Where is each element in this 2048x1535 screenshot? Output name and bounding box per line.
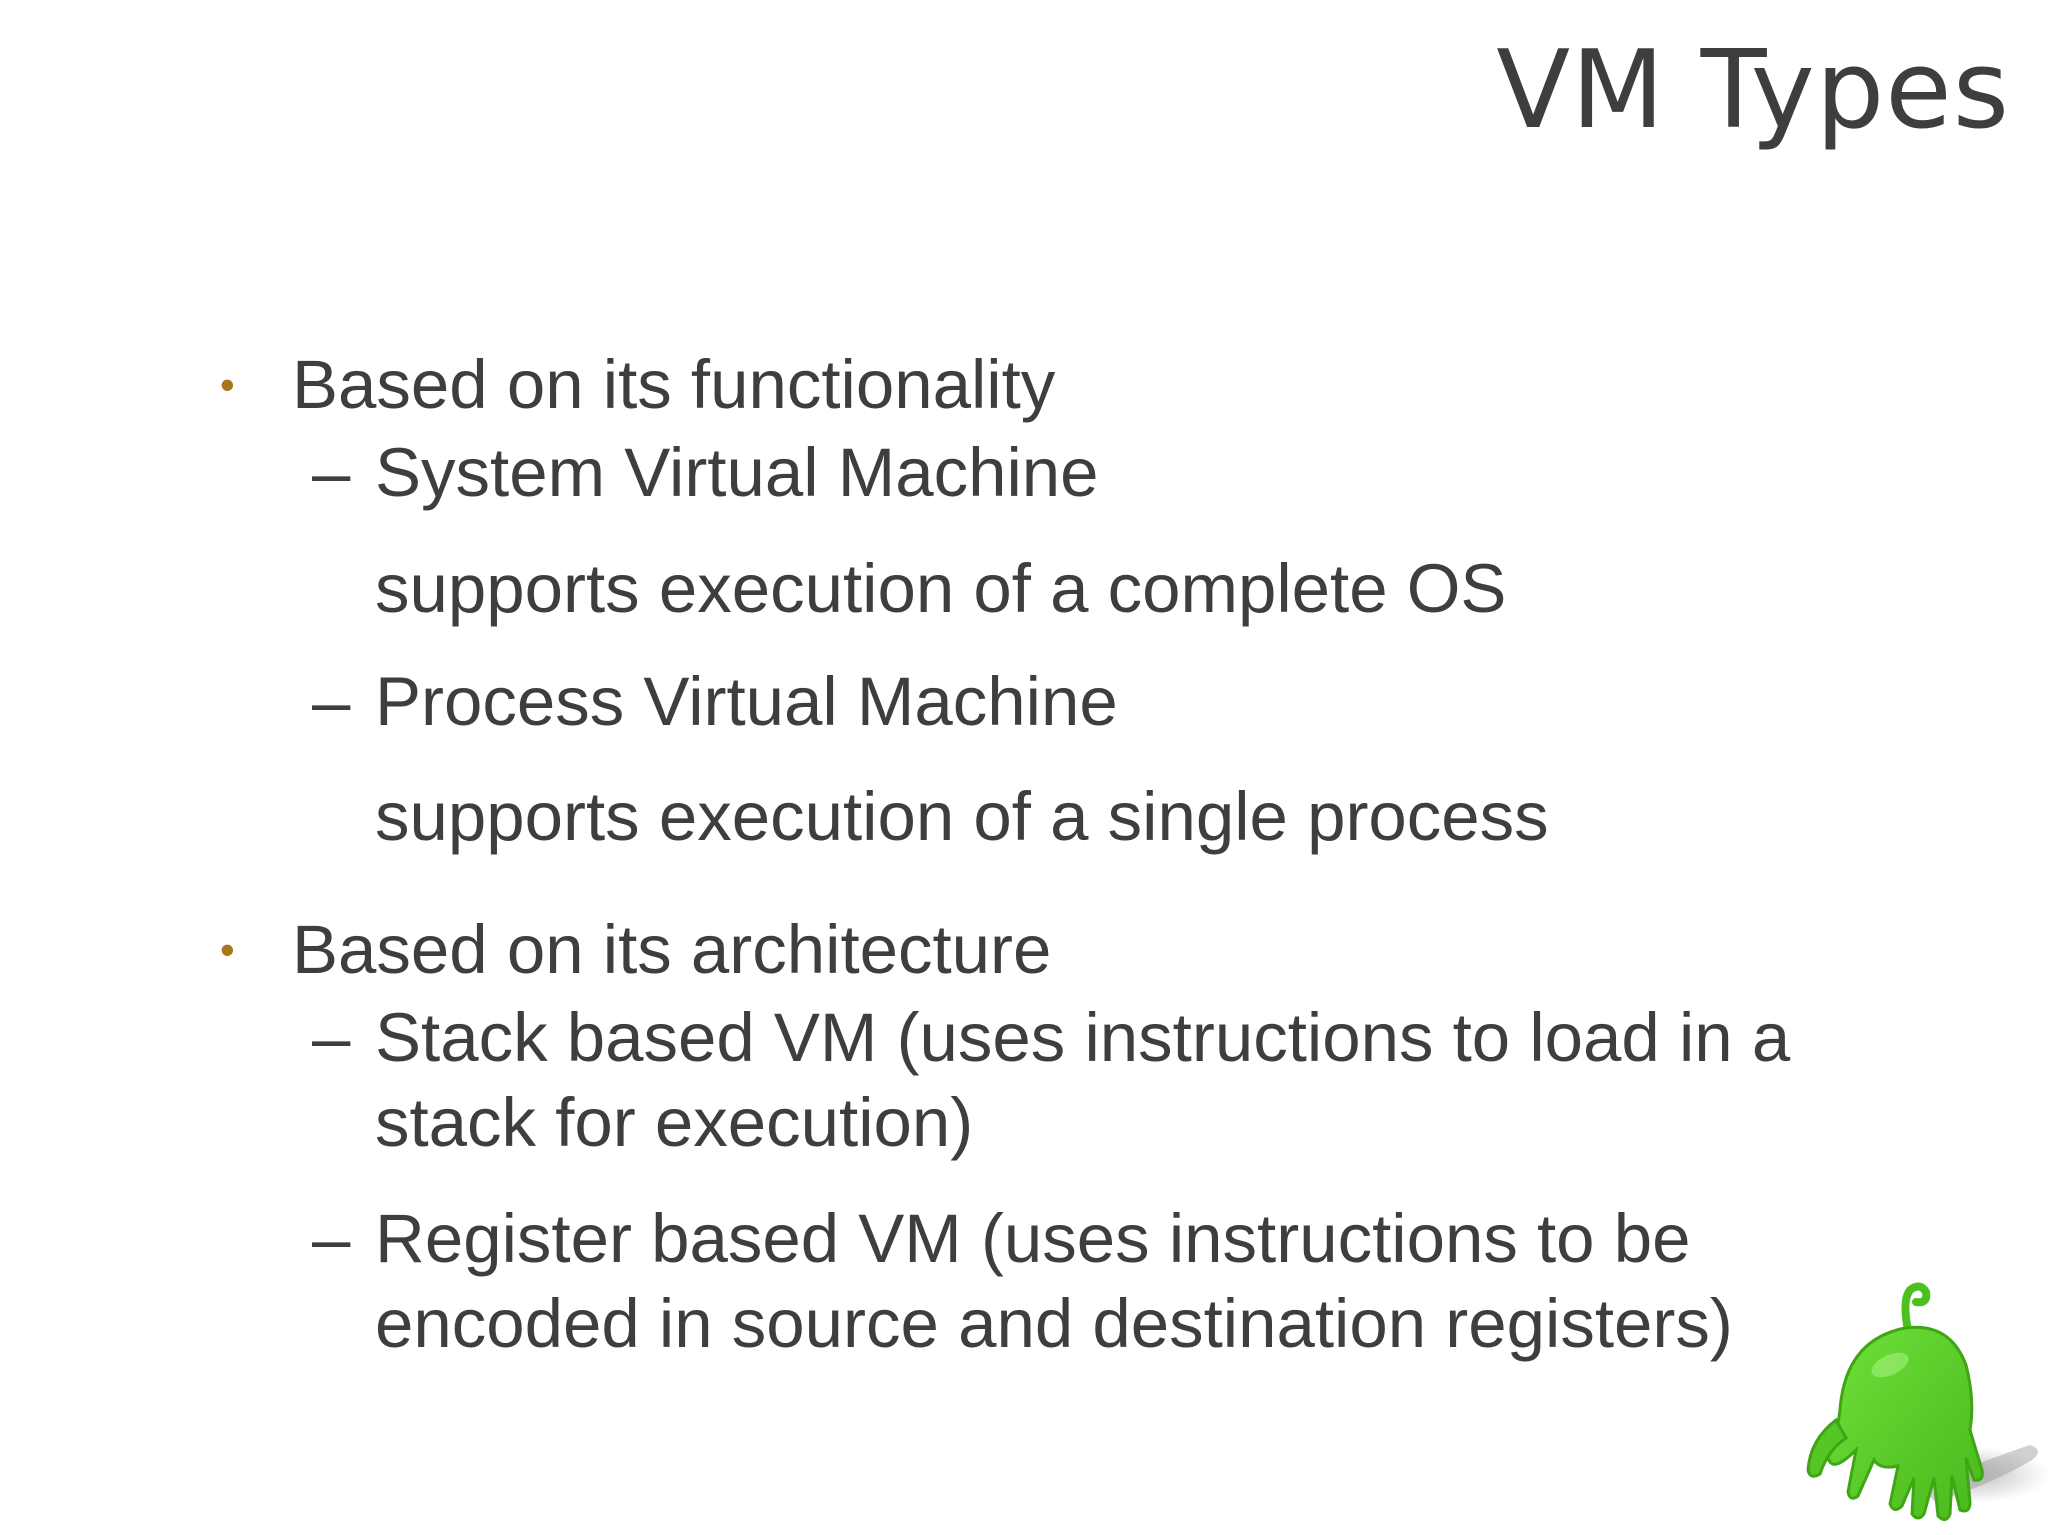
- sub-bullet-text: System Virtual Machine: [375, 434, 1099, 511]
- sub-bullet-text: Process Virtual Machine: [375, 663, 1118, 740]
- sub-bullet-dash: –: [312, 663, 351, 740]
- bullet-marker: •: [220, 361, 235, 408]
- bullet-text: Based on its architecture: [292, 911, 1052, 988]
- sub-bullet-dash: –: [312, 1200, 351, 1277]
- slide-title: VM Types: [1496, 28, 2010, 153]
- sub-bullet-text-continued: encoded in source and destination regist…: [375, 1285, 1733, 1362]
- sub-bullet-text-continued: stack for execution): [375, 1084, 974, 1161]
- sub-bullet-dash: –: [312, 999, 351, 1076]
- bullet-marker: •: [220, 926, 235, 973]
- sub-bullet-description: supports execution of a complete OS: [375, 550, 1507, 627]
- sub-bullet-dash: –: [312, 434, 351, 511]
- sub-bullet-text: Stack based VM (uses instructions to loa…: [375, 999, 1791, 1076]
- green-mascot-icon: [1806, 1282, 2048, 1521]
- sub-bullet-description: supports execution of a single process: [375, 778, 1549, 855]
- sub-bullet-text: Register based VM (uses instructions to …: [375, 1200, 1691, 1277]
- bullet-text: Based on its functionality: [292, 346, 1056, 423]
